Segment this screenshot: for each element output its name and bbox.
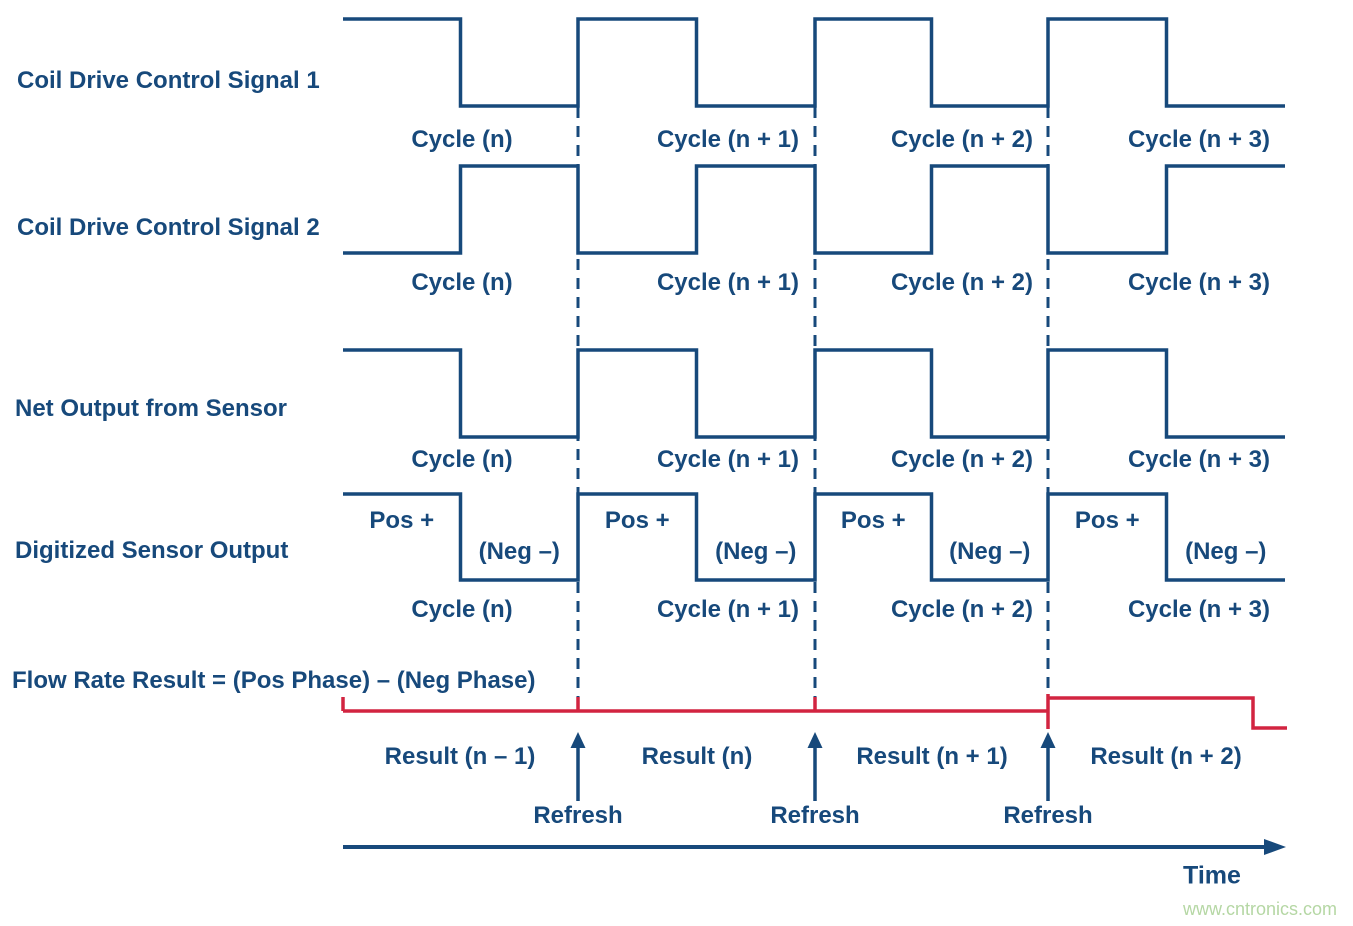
cycle-label: Cycle (n + 3)	[1127, 269, 1271, 296]
cycle-label: Cycle (n + 3)	[1127, 446, 1271, 473]
refresh-arrow-head-icon	[570, 732, 586, 748]
waveform-signal-3	[343, 348, 1285, 439]
neg-phase-label: (Neg –)	[949, 538, 1031, 565]
label-result-n-plus-1: Result (n + 1)	[856, 743, 1008, 770]
label-result-n-plus-2: Result (n + 2)	[1090, 743, 1242, 770]
waveform-signal-2	[343, 164, 1285, 255]
cycle-label: Cycle (n)	[411, 596, 513, 623]
cycle-label: Cycle (n + 3)	[1127, 596, 1271, 623]
cycle-label: Cycle (n + 2)	[890, 446, 1034, 473]
label-coil-drive-signal-1: Coil Drive Control Signal 1	[17, 67, 320, 94]
label-result-n-minus-1: Result (n – 1)	[384, 743, 536, 770]
waveform-signal-1	[343, 17, 1285, 108]
cycle-label: Cycle (n + 2)	[890, 126, 1034, 153]
cycle-label: Cycle (n + 3)	[1127, 126, 1271, 153]
label-refresh-2: Refresh	[770, 802, 860, 829]
label-refresh-3: Refresh	[1003, 802, 1093, 829]
cycle-label: Cycle (n + 1)	[656, 596, 800, 623]
refresh-arrow-head-icon	[1040, 732, 1056, 748]
label-coil-drive-signal-2: Coil Drive Control Signal 2	[17, 214, 320, 241]
neg-phase-label: (Neg –)	[715, 538, 797, 565]
cycle-label: Cycle (n)	[411, 269, 513, 296]
cycle-label: Cycle (n)	[411, 126, 513, 153]
flow-rate-result-line	[341, 694, 1287, 730]
label-result-n: Result (n)	[641, 743, 753, 770]
cycle-label: Cycle (n + 1)	[656, 269, 800, 296]
cycle-label: Cycle (n + 1)	[656, 446, 800, 473]
pos-phase-label: Pos +	[369, 507, 435, 534]
waveform-signal-4	[343, 492, 1285, 582]
label-net-output-from-sensor: Net Output from Sensor	[15, 395, 288, 422]
neg-phase-label: (Neg –)	[1185, 538, 1267, 565]
pos-phase-label: Pos +	[1074, 507, 1140, 534]
label-refresh-1: Refresh	[533, 802, 623, 829]
label-time-axis: Time	[1183, 861, 1241, 890]
refresh-arrow-head-icon	[807, 732, 823, 748]
time-axis-arrow-head-icon	[1264, 839, 1286, 855]
cycle-label: Cycle (n + 2)	[890, 269, 1034, 296]
watermark-text: www.cntronics.com	[1182, 899, 1337, 919]
label-flow-rate-result: Flow Rate Result = (Pos Phase) – (Neg Ph…	[12, 667, 536, 694]
cycle-label: Cycle (n + 2)	[890, 596, 1034, 623]
label-digitized-sensor-output: Digitized Sensor Output	[15, 537, 289, 564]
neg-phase-label: (Neg –)	[478, 538, 560, 565]
pos-phase-label: Pos +	[604, 507, 670, 534]
cycle-label: Cycle (n + 1)	[656, 126, 800, 153]
pos-phase-label: Pos +	[840, 507, 906, 534]
cycle-label: Cycle (n)	[411, 446, 513, 473]
